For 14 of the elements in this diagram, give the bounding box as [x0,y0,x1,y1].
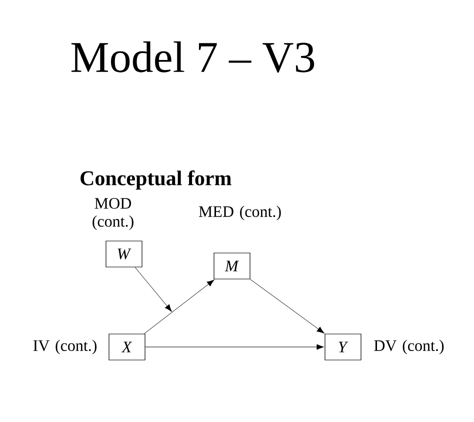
variable-box: Y [324,334,362,360]
variable-label: MOD (cont.) [92,198,134,230]
variable-box: M [214,252,250,280]
variable-box: W [106,240,142,268]
arrow [144,280,214,334]
variable-label: DV (cont.) [374,340,444,354]
section-heading: Conceptual form [80,170,232,190]
variable-label: IV (cont.) [33,340,96,354]
arrow [250,279,324,334]
arrow [145,344,324,350]
variable-box: X [108,334,146,360]
title: Model 7 – V3 [71,41,314,73]
variable-label: MED (cont.) [198,206,281,220]
arrow [134,267,172,312]
